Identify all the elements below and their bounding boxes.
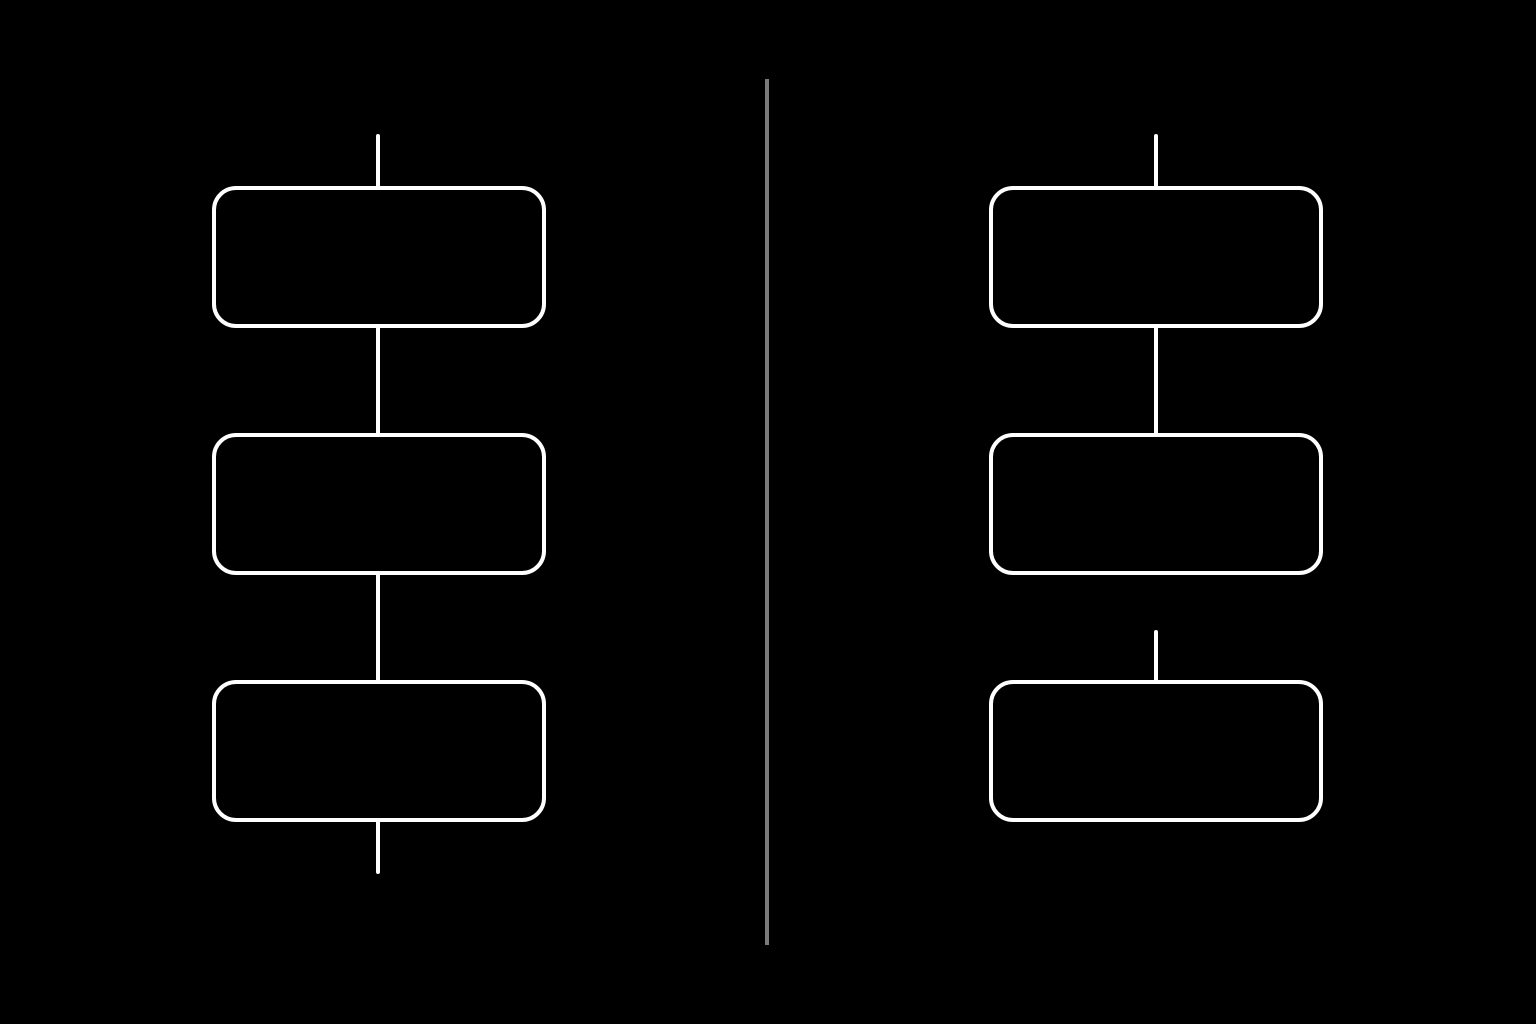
right-box-2 — [989, 433, 1323, 575]
right-panel — [989, 134, 1323, 822]
right-box-3 — [989, 680, 1323, 822]
left-panel — [212, 134, 546, 874]
